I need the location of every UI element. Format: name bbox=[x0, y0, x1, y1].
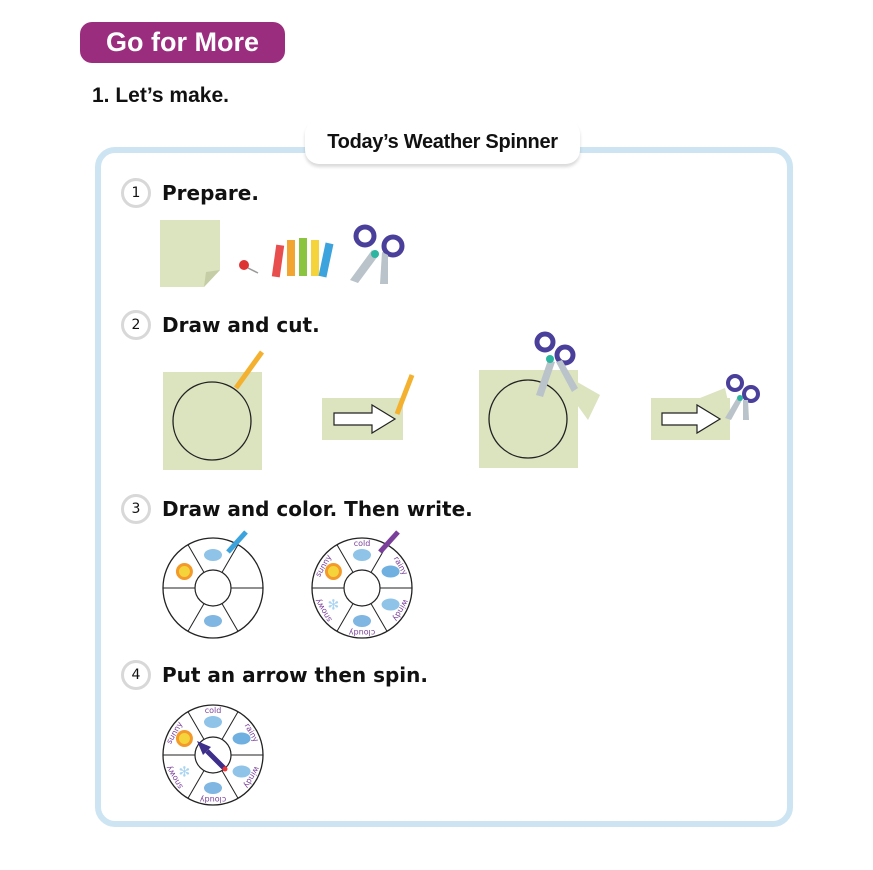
step-label: Draw and color. Then write. bbox=[162, 497, 473, 521]
scissors-icon bbox=[350, 224, 405, 284]
step-number: 1 bbox=[121, 178, 151, 208]
step-number: 4 bbox=[121, 660, 151, 690]
step-number: 3 bbox=[121, 494, 151, 524]
step-label: Put an arrow then spin. bbox=[162, 663, 428, 687]
crayon-icon bbox=[378, 530, 400, 554]
paper-icon bbox=[160, 220, 220, 287]
paper-with-arrow bbox=[322, 374, 415, 440]
sun-icon bbox=[175, 563, 193, 580]
cloud-icon bbox=[204, 782, 222, 794]
cutting-arrow bbox=[651, 374, 760, 440]
snowflake-icon: ✻ bbox=[328, 598, 340, 614]
step-3: 3 Draw and color. Then write. bbox=[121, 494, 473, 524]
arrow-icon bbox=[205, 749, 227, 771]
spinner-label: cold bbox=[205, 706, 222, 715]
task-heading: 1. Let’s make. bbox=[92, 84, 229, 107]
spinner-label: cloudy bbox=[349, 628, 376, 637]
cloud-icon bbox=[204, 549, 222, 561]
section-badge: Go for More bbox=[80, 22, 285, 63]
crayon-icon bbox=[226, 530, 248, 554]
spinner-drawing-partial bbox=[162, 537, 264, 639]
crayons-icon bbox=[271, 238, 334, 278]
spinner-label: cloudy bbox=[200, 795, 227, 804]
cloud-icon bbox=[204, 615, 222, 627]
cloud-icon bbox=[204, 716, 222, 728]
activity-title: Today’s Weather Spinner bbox=[305, 120, 580, 164]
step-label: Prepare. bbox=[162, 181, 259, 205]
step-4: 4 Put an arrow then spin. bbox=[121, 660, 428, 690]
cloud-icon bbox=[353, 615, 371, 627]
cloud-icon bbox=[232, 765, 251, 778]
cloud-icon bbox=[381, 565, 400, 578]
step-label: Draw and cut. bbox=[162, 313, 320, 337]
pushpin-icon bbox=[239, 260, 259, 274]
step-1: 1 Prepare. bbox=[121, 178, 259, 208]
paper-with-circle bbox=[163, 350, 265, 470]
step-number: 2 bbox=[121, 310, 151, 340]
snowflake-icon: ✻ bbox=[179, 765, 191, 781]
spinner-label: cold bbox=[354, 539, 371, 548]
step-2: 2 Draw and cut. bbox=[121, 310, 320, 340]
cloud-icon bbox=[353, 549, 371, 561]
sun-icon bbox=[324, 563, 342, 580]
cloud-icon bbox=[232, 732, 251, 745]
sun-icon bbox=[175, 730, 193, 747]
cloud-icon bbox=[381, 598, 400, 611]
cutting-circle bbox=[479, 331, 600, 468]
